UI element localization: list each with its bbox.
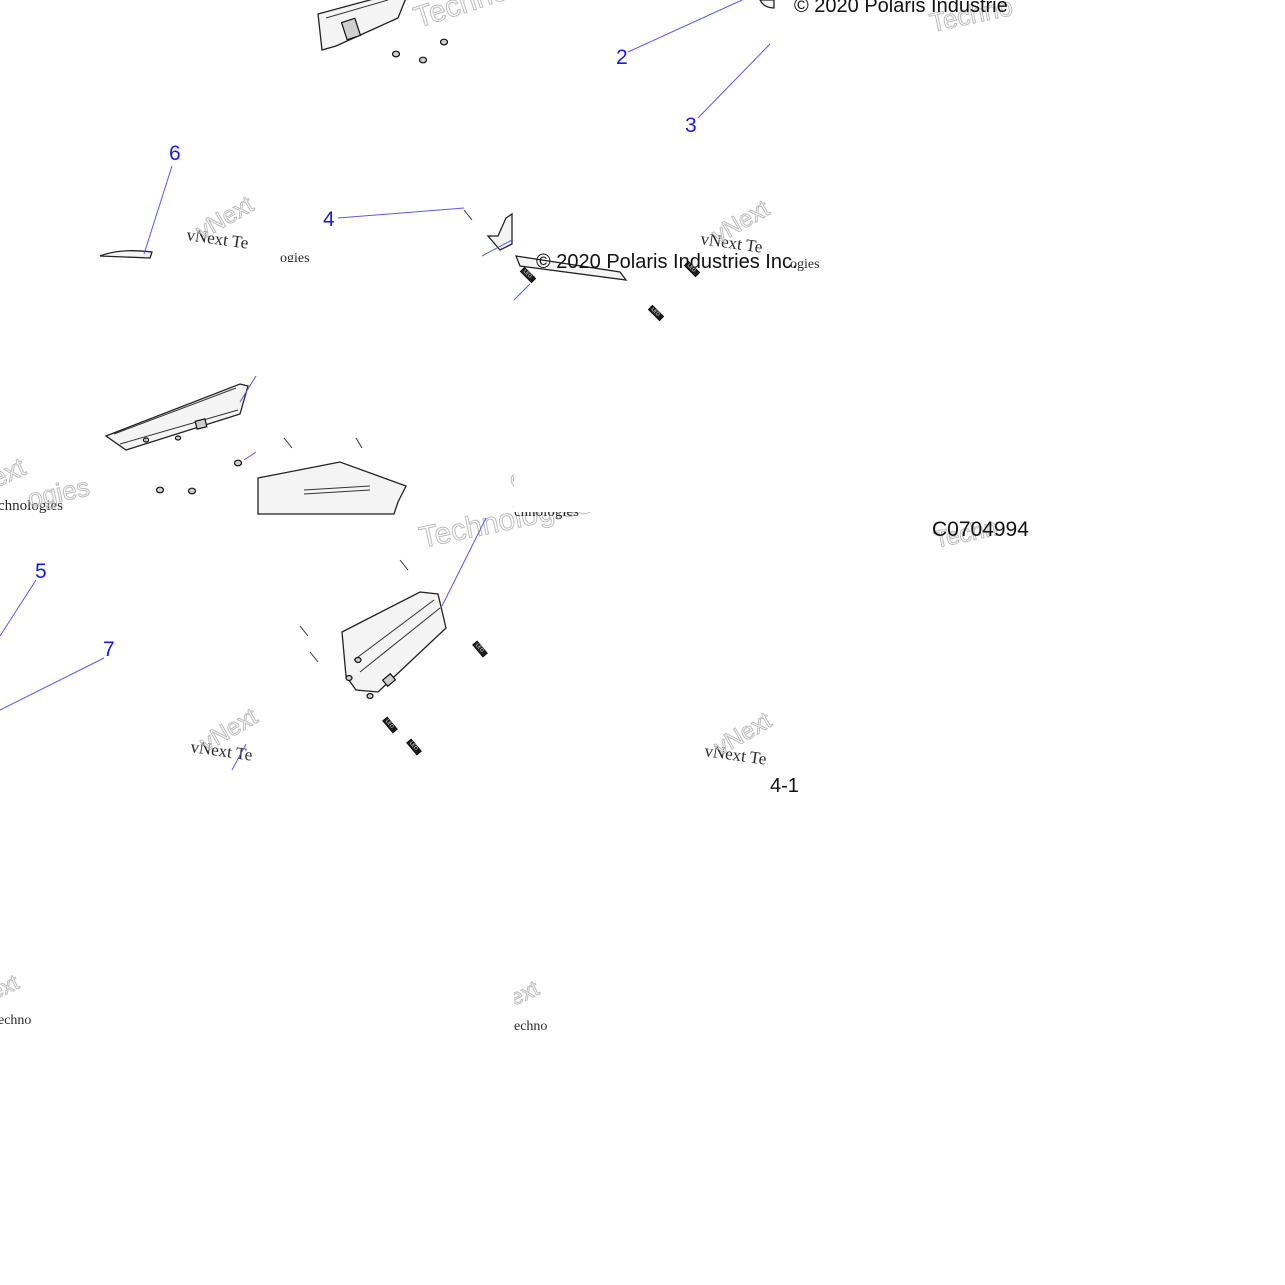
bracket-mid [463,209,701,322]
leader-6c [243,451,257,461]
leader-4 [337,207,465,219]
callout-6: 6 [169,142,181,165]
leader-6b [239,375,257,403]
leader-7 [0,657,105,711]
leader-5 [0,579,37,637]
watermark-frag-chnologies-left: chnologies [0,498,63,514]
watermark-big-top: Techno [410,0,512,35]
callouts: 2 3 4 6 5 7 [35,46,697,661]
chip-label-3: LED [650,307,661,318]
callout-2: 2 [616,46,628,69]
leader-lower [441,517,487,607]
chip-label-6: LED [408,740,419,751]
tail-lamp-top [317,0,449,64]
page-ref: 4-1 [770,775,799,797]
watermark-frag-echno-bm: echno [514,1019,547,1034]
chip-label-1: LED [522,269,533,280]
chip-label-4: LED [474,642,485,653]
leader-2 [627,0,743,53]
callout-7: 7 [103,638,115,661]
mount-fragment-top-right [759,0,775,9]
callout-5: 5 [35,560,47,583]
watermark-frag-ext-bl: ext [0,969,23,1004]
chip-label-2: LED [686,263,697,274]
figure-code: C0704994 [932,518,1029,541]
tail-lamp-left [99,250,249,495]
copyright-mid: © 2020 Polaris Industries Inc. [536,251,798,273]
lamp-housing-center [257,461,407,515]
chip-labels: LED LED LED LED LED LED [384,263,697,752]
leader-lines [0,0,771,771]
copyright-and-codes: © 2020 Polaris Industrie © 2020 Polaris … [536,0,1029,797]
leader-6 [143,165,173,255]
watermark-frag-2: ogies [790,257,820,272]
callout-3: 3 [685,114,697,137]
leader-4b [481,239,513,257]
copyright-top: © 2020 Polaris Industrie [794,0,1008,17]
leader-3 [697,43,771,119]
watermark-frag-echno-bl: echno [0,1013,31,1028]
leader-4c [513,283,531,301]
screws-mid [283,437,409,663]
callout-4: 4 [323,208,335,231]
chip-label-5: LED [384,718,395,729]
watermark-big-left: ogies [25,472,92,514]
tail-lamp-lower [341,591,488,756]
leader-lower-b [231,743,247,771]
